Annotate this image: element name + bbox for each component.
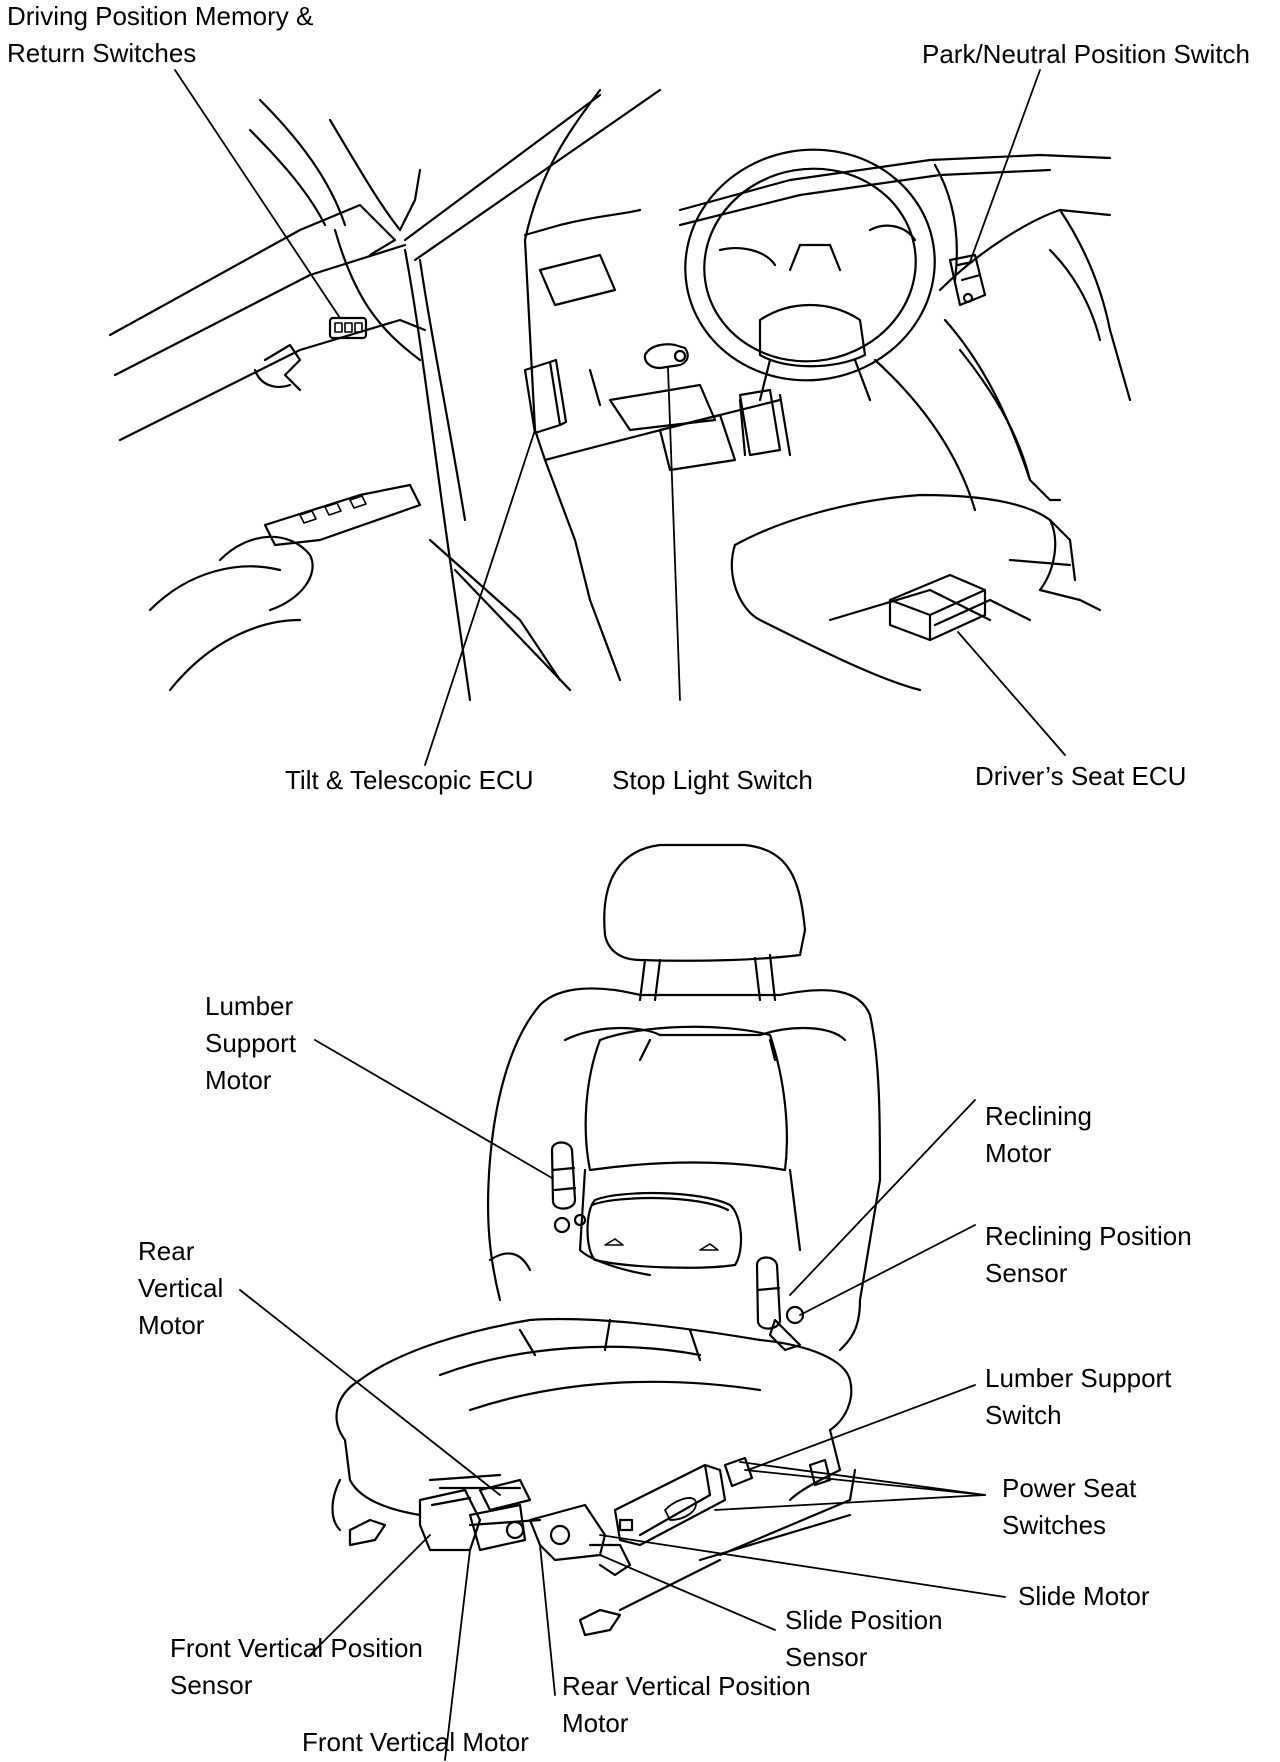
label-line: Driving Position Memory & xyxy=(7,1,314,31)
label-line: Motor xyxy=(138,1310,205,1340)
label-lumber-support-motor: Lumber Support Motor xyxy=(205,988,296,1099)
label-line: Front Vertical Motor xyxy=(302,1727,529,1757)
label-line: Switch xyxy=(985,1400,1062,1430)
label-line: Driver’s Seat ECU xyxy=(975,761,1187,791)
steering-wheel-shape xyxy=(684,148,936,382)
front-vertical-motor-shape xyxy=(468,1503,527,1552)
label-line: Motor xyxy=(562,1708,629,1738)
label-rear-vertical-position-motor: Rear Vertical Position Motor xyxy=(562,1668,811,1742)
stop-light-shape xyxy=(643,343,689,370)
top-leader-lines xyxy=(174,69,1066,766)
label-line: Return Switches xyxy=(7,38,197,68)
label-line: Rear Vertical Position xyxy=(562,1671,811,1701)
label-line: Park/Neutral Position Switch xyxy=(922,39,1251,69)
label-line: Motor xyxy=(205,1065,272,1095)
memory-switch-shape xyxy=(328,316,368,340)
driver-seat-ecu-shape xyxy=(888,573,987,642)
tilt-ecu-shape xyxy=(523,358,568,435)
label-line: Power Seat xyxy=(1002,1473,1137,1503)
label-line: Front Vertical Position xyxy=(170,1633,423,1663)
label-line: Sensor xyxy=(170,1670,253,1700)
label-line: Sensor xyxy=(785,1642,868,1672)
bottom-leader-lines xyxy=(239,1039,1006,1761)
seat-illustration xyxy=(331,843,882,1637)
label-park-neutral-switch: Park/Neutral Position Switch xyxy=(922,36,1250,73)
label-line: Vertical xyxy=(138,1273,224,1303)
label-drivers-seat-ecu: Driver’s Seat ECU xyxy=(975,758,1186,795)
label-stop-light-switch: Stop Light Switch xyxy=(612,762,813,799)
reclining-motor-shape xyxy=(755,1256,782,1330)
label-line: Reclining Position xyxy=(985,1221,1192,1251)
label-power-seat-switches: Power Seat Switches xyxy=(1002,1470,1136,1544)
rear-vertical-motor-shape xyxy=(478,1478,532,1512)
label-line: Sensor xyxy=(985,1258,1068,1288)
label-front-vertical-position-sensor: Front Vertical Position Sensor xyxy=(170,1630,423,1704)
label-line: Tilt & Telescopic ECU xyxy=(285,765,534,795)
park-neutral-shape xyxy=(948,253,987,307)
label-line: Support xyxy=(205,1028,297,1058)
label-lumber-support-switch: Lumber Support Switch xyxy=(985,1360,1171,1434)
label-line: Reclining xyxy=(985,1101,1092,1131)
label-front-vertical-motor: Front Vertical Motor xyxy=(302,1724,529,1761)
label-line: Rear xyxy=(138,1236,195,1266)
label-reclining-motor: Reclining Motor xyxy=(985,1098,1092,1172)
label-line: Switches xyxy=(1002,1510,1107,1540)
label-line: Motor xyxy=(985,1138,1052,1168)
label-line: Stop Light Switch xyxy=(612,765,813,795)
label-line: Lumber Support xyxy=(985,1363,1172,1393)
label-reclining-position-sensor: Reclining Position Sensor xyxy=(985,1218,1192,1292)
power-seat-switch-shape xyxy=(613,1463,727,1547)
label-driving-position-memory: Driving Position Memory & Return Switche… xyxy=(7,0,313,72)
label-line: Slide Position xyxy=(785,1605,943,1635)
label-slide-position-sensor: Slide Position Sensor xyxy=(785,1602,943,1676)
dashboard-illustration xyxy=(108,88,1132,702)
lumber-motor-shape xyxy=(550,1141,577,1210)
label-rear-vertical-motor: Rear Vertical Motor xyxy=(138,1233,223,1344)
lumber-pad-shape xyxy=(586,1191,743,1269)
label-tilt-telescopic-ecu: Tilt & Telescopic ECU xyxy=(285,762,534,799)
label-line: Lumber xyxy=(205,991,294,1021)
label-line: Slide Motor xyxy=(1018,1581,1150,1611)
label-slide-motor: Slide Motor xyxy=(1018,1578,1150,1615)
